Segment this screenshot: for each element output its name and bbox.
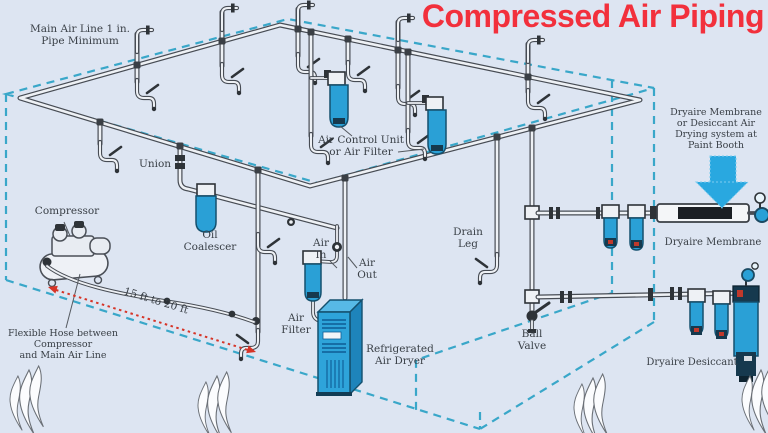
air-control-unit-2: [405, 51, 447, 161]
label-compressor: Compressor: [34, 205, 100, 217]
label-refrigerated-air-dryer: Refrigerated Air Dryer: [366, 343, 434, 368]
compressor-illustration: [39, 221, 111, 288]
paint-booth-arrow-icon: [694, 155, 750, 209]
air-control-unit-1: [308, 29, 349, 165]
dryaire-desiccant-assembly: [535, 262, 760, 382]
label-main-air-line: Main Air Line 1 in. Pipe Minimum: [30, 23, 130, 48]
flexible-hose-pipe: [45, 264, 256, 324]
flame-watermark-2: [197, 371, 232, 433]
label-dryaire-membrane: Dryaire Membrane: [664, 237, 762, 248]
flame-watermark-1: [9, 365, 44, 433]
oil-coalescer-unit: [195, 183, 217, 233]
main-air-line-ring: [17, 22, 643, 189]
ball-valve-fitting: [526, 301, 551, 333]
label-drain-leg: Drain Leg: [453, 226, 483, 251]
label-air-control-unit: Air Control Unit or Air Filter: [318, 134, 404, 159]
right-distribution-drop: [524, 125, 551, 333]
label-paint-booth-note: Dryaire Membrane or Desiccant Air Drying…: [670, 107, 762, 152]
label-ball-valve: Ball Valve: [517, 328, 547, 353]
pipe-tee-fittings: [96, 25, 536, 182]
room-outline-dashed: [1, 17, 656, 431]
front-drops: [97, 119, 279, 361]
label-air-in: Air In: [313, 237, 329, 262]
refrigerated-air-dryer-unit: [316, 298, 364, 396]
label-leader-lines: [63, 125, 425, 329]
distance-arrow: [48, 285, 256, 354]
page-title: Compressed Air Piping: [421, 0, 765, 34]
label-union: Union: [138, 158, 172, 170]
dryaire-membrane-assembly: [535, 192, 768, 251]
label-flexible-hose: Flexible Hose between Compressor and Mai…: [8, 328, 118, 362]
label-dryaire-desiccant: Dryaire Desiccant: [646, 357, 738, 368]
label-air-out: Air Out: [357, 257, 377, 282]
oil-coalescer-line: [175, 143, 340, 231]
label-air-filter: Air Filter: [281, 312, 311, 337]
drain-leg-pipe: [476, 134, 500, 285]
label-oil-coalescer: Oil Coalescer: [183, 229, 237, 254]
flame-watermark-3: [573, 373, 608, 433]
air-filter-unit: [302, 250, 322, 302]
